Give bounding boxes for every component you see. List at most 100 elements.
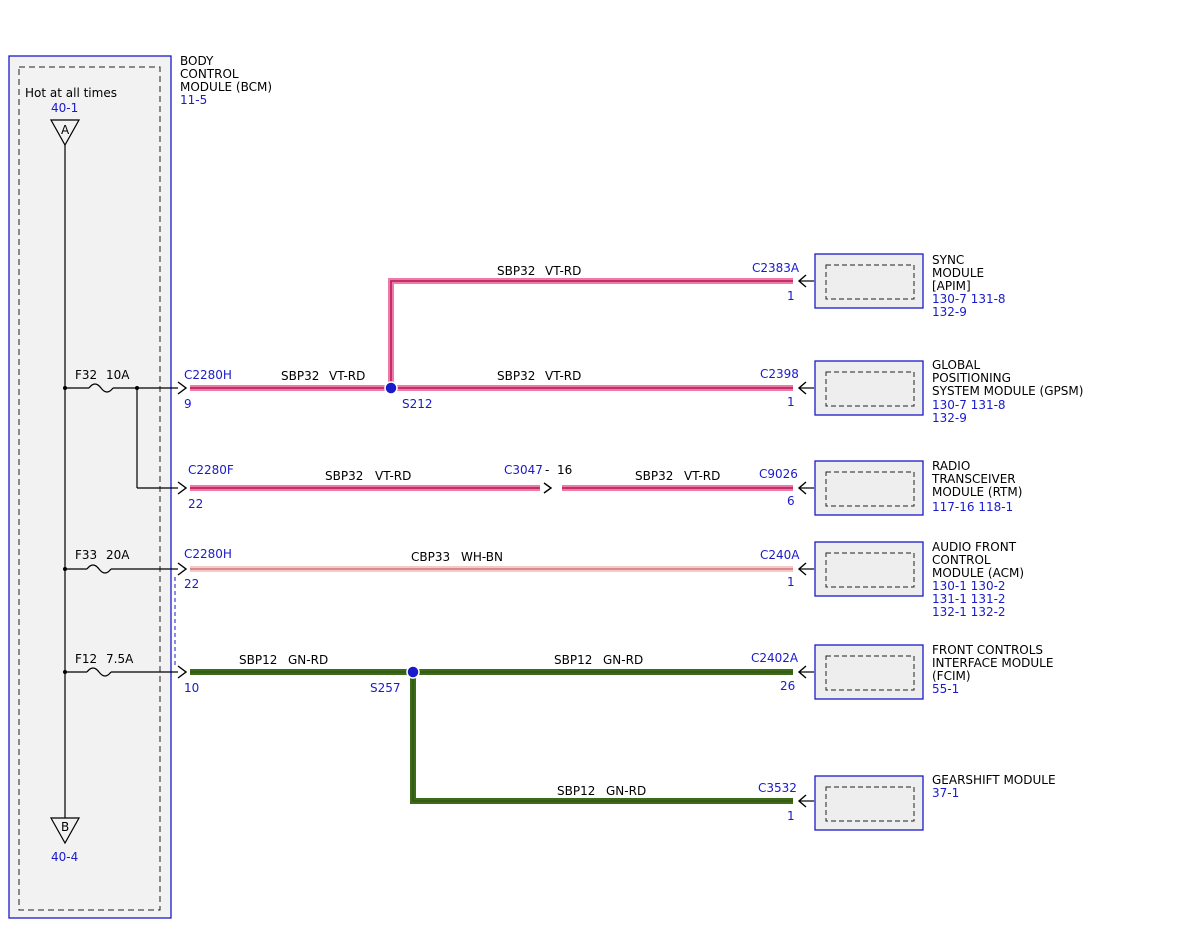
bcm-connector-c2280f-pin: 22 bbox=[188, 497, 203, 511]
fuse-f33: F33 20A bbox=[63, 548, 178, 574]
wire-label-color: VT-RD bbox=[375, 469, 411, 483]
module-name-line: MODULE (ACM) bbox=[932, 566, 1024, 580]
wire-sbp32-vt-rd bbox=[190, 278, 793, 491]
module-sync: C2383A 1 SYNC MODULE [APIM] 130-7 131-8 … bbox=[752, 253, 1006, 319]
fuse-f12-rating: 7.5A bbox=[106, 652, 134, 666]
module-connector-label[interactable]: C9026 bbox=[759, 467, 798, 481]
pin-arrow-icon bbox=[177, 665, 188, 679]
connector-b-triangle-icon bbox=[49, 817, 81, 845]
module-fcim: C2402A 26 FRONT CONTROLS INTERFACE MODUL… bbox=[751, 643, 1053, 700]
inline-connector-c3047-label[interactable]: C3047 bbox=[504, 463, 543, 477]
splice-s212-label: S212 bbox=[402, 397, 433, 411]
fuse-f33-rating: 20A bbox=[106, 548, 130, 562]
module-page-ref[interactable]: 132-9 bbox=[932, 411, 967, 425]
fuse-f32: F32 10A bbox=[63, 368, 178, 489]
bcm-connector-c2280h-2-label[interactable]: C2280H bbox=[184, 547, 232, 561]
module-name-line: FRONT CONTROLS bbox=[932, 643, 1043, 657]
module-page-ref[interactable]: 132-9 bbox=[932, 305, 967, 319]
bcm-page-ref[interactable]: 11-5 bbox=[180, 93, 207, 107]
module-pin-label: 1 bbox=[787, 575, 795, 589]
wire-label-color: VT-RD bbox=[684, 469, 720, 483]
module-name-line: SYSTEM MODULE (GPSM) bbox=[932, 384, 1083, 398]
module-name-line: RADIO bbox=[932, 459, 970, 473]
bcm-connector-arrows bbox=[174, 381, 188, 679]
module-connector-label[interactable]: C240A bbox=[760, 548, 800, 562]
bcm-title-line-1: BODY bbox=[180, 54, 214, 68]
inline-connector-pin: 16 bbox=[557, 463, 572, 477]
connector-b-letter: B bbox=[61, 820, 69, 834]
bcm-outer-frame bbox=[8, 55, 172, 919]
module-pin-label: 6 bbox=[787, 494, 795, 508]
module-box[interactable] bbox=[814, 360, 924, 416]
module-page-ref[interactable]: 130-1 130-2 bbox=[932, 579, 1006, 593]
splice-s257-dot[interactable] bbox=[406, 665, 420, 679]
bcm-connector-c2280f-label[interactable]: C2280F bbox=[188, 463, 234, 477]
wire-label-circuit: SBP32 bbox=[325, 469, 363, 483]
module-name-line: MODULE bbox=[932, 266, 984, 280]
wire-label-color: GN-RD bbox=[606, 784, 646, 798]
module-gpsm: C2398 1 GLOBAL POSITIONING SYSTEM MODULE… bbox=[760, 358, 1083, 425]
wire-label-circuit: SBP12 bbox=[554, 653, 592, 667]
wire-label-color: VT-RD bbox=[545, 369, 581, 383]
module-page-ref[interactable]: 117-16 118-1 bbox=[932, 500, 1013, 514]
module-box[interactable] bbox=[814, 253, 924, 309]
pin-arrow-icon bbox=[177, 562, 188, 576]
module-pin-arrow-icon bbox=[797, 481, 807, 495]
module-name-line: [APIM] bbox=[932, 279, 971, 293]
bcm-connector-pin-10: 10 bbox=[184, 681, 199, 695]
splice-s212-dot[interactable] bbox=[384, 381, 398, 395]
module-page-ref[interactable]: 55-1 bbox=[932, 682, 959, 696]
module-pin-arrow-icon bbox=[797, 274, 807, 288]
connector-a-letter: A bbox=[61, 123, 70, 137]
wire-label-circuit: SBP32 bbox=[497, 264, 535, 278]
wire-sbp12-gn-rd bbox=[190, 669, 793, 804]
connector-a-triangle-icon bbox=[49, 119, 81, 147]
hot-at-all-times-label: Hot at all times bbox=[25, 86, 117, 100]
wire-label-color: GN-RD bbox=[288, 653, 328, 667]
wire-label-circuit: SBP32 bbox=[281, 369, 319, 383]
module-connector-label[interactable]: C2402A bbox=[751, 651, 799, 665]
wire-label-color: WH-BN bbox=[461, 550, 503, 564]
module-name-line: MODULE (RTM) bbox=[932, 485, 1022, 499]
module-page-ref[interactable]: 37-1 bbox=[932, 786, 959, 800]
wire-label-color: VT-RD bbox=[329, 369, 365, 383]
module-page-ref[interactable]: 130-7 131-8 bbox=[932, 292, 1006, 306]
inline-connector-separator: - bbox=[545, 463, 549, 477]
module-name-line: GLOBAL bbox=[932, 358, 980, 372]
module-box[interactable] bbox=[814, 775, 924, 831]
module-box[interactable] bbox=[814, 644, 924, 700]
pin-arrow-icon bbox=[177, 481, 188, 495]
connector-a-ref[interactable]: 40-1 bbox=[51, 101, 78, 115]
module-box[interactable] bbox=[814, 460, 924, 516]
module-pin-label: 1 bbox=[787, 809, 795, 823]
module-pin-arrow-icon bbox=[797, 562, 807, 576]
module-box[interactable] bbox=[814, 541, 924, 597]
module-connector-label[interactable]: C3532 bbox=[758, 781, 797, 795]
module-page-ref[interactable]: 132-1 132-2 bbox=[932, 605, 1006, 619]
module-pin-arrow-icon bbox=[797, 381, 807, 395]
bcm-connector-c2280h-2-pin: 22 bbox=[184, 577, 199, 591]
module-name-line: SYNC bbox=[932, 253, 964, 267]
module-connector-label[interactable]: C2398 bbox=[760, 367, 799, 381]
module-page-ref[interactable]: 130-7 131-8 bbox=[932, 398, 1006, 412]
bcm-connector-c2280h-pin: 9 bbox=[184, 397, 192, 411]
splice-s257-label: S257 bbox=[370, 681, 401, 695]
connector-b-ref[interactable]: 40-4 bbox=[51, 850, 78, 864]
fuse-icon bbox=[88, 383, 114, 393]
module-acm: C240A 1 AUDIO FRONT CONTROL MODULE (ACM)… bbox=[760, 540, 1024, 619]
fuse-f12: F12 7.5A bbox=[63, 652, 178, 677]
wire-label-circuit: SBP32 bbox=[497, 369, 535, 383]
bcm-block: BODY CONTROL MODULE (BCM) 11-5 Hot at al… bbox=[8, 54, 272, 919]
wire-label-circuit: SBP32 bbox=[635, 469, 673, 483]
bcm-title-line-3: MODULE (BCM) bbox=[180, 80, 272, 94]
module-pin-arrow-icon bbox=[797, 794, 807, 808]
bcm-title-line-2: CONTROL bbox=[180, 67, 239, 81]
module-pin-label: 26 bbox=[780, 679, 795, 693]
module-name-line: (FCIM) bbox=[932, 669, 971, 683]
bcm-connector-c2280h-label[interactable]: C2280H bbox=[184, 368, 232, 382]
module-page-ref[interactable]: 131-1 131-2 bbox=[932, 592, 1006, 606]
module-gearshift: C3532 1 GEARSHIFT MODULE 37-1 bbox=[758, 773, 1056, 831]
module-connector-label[interactable]: C2383A bbox=[752, 261, 800, 275]
wire-label-color: VT-RD bbox=[545, 264, 581, 278]
module-pin-label: 1 bbox=[787, 395, 795, 409]
